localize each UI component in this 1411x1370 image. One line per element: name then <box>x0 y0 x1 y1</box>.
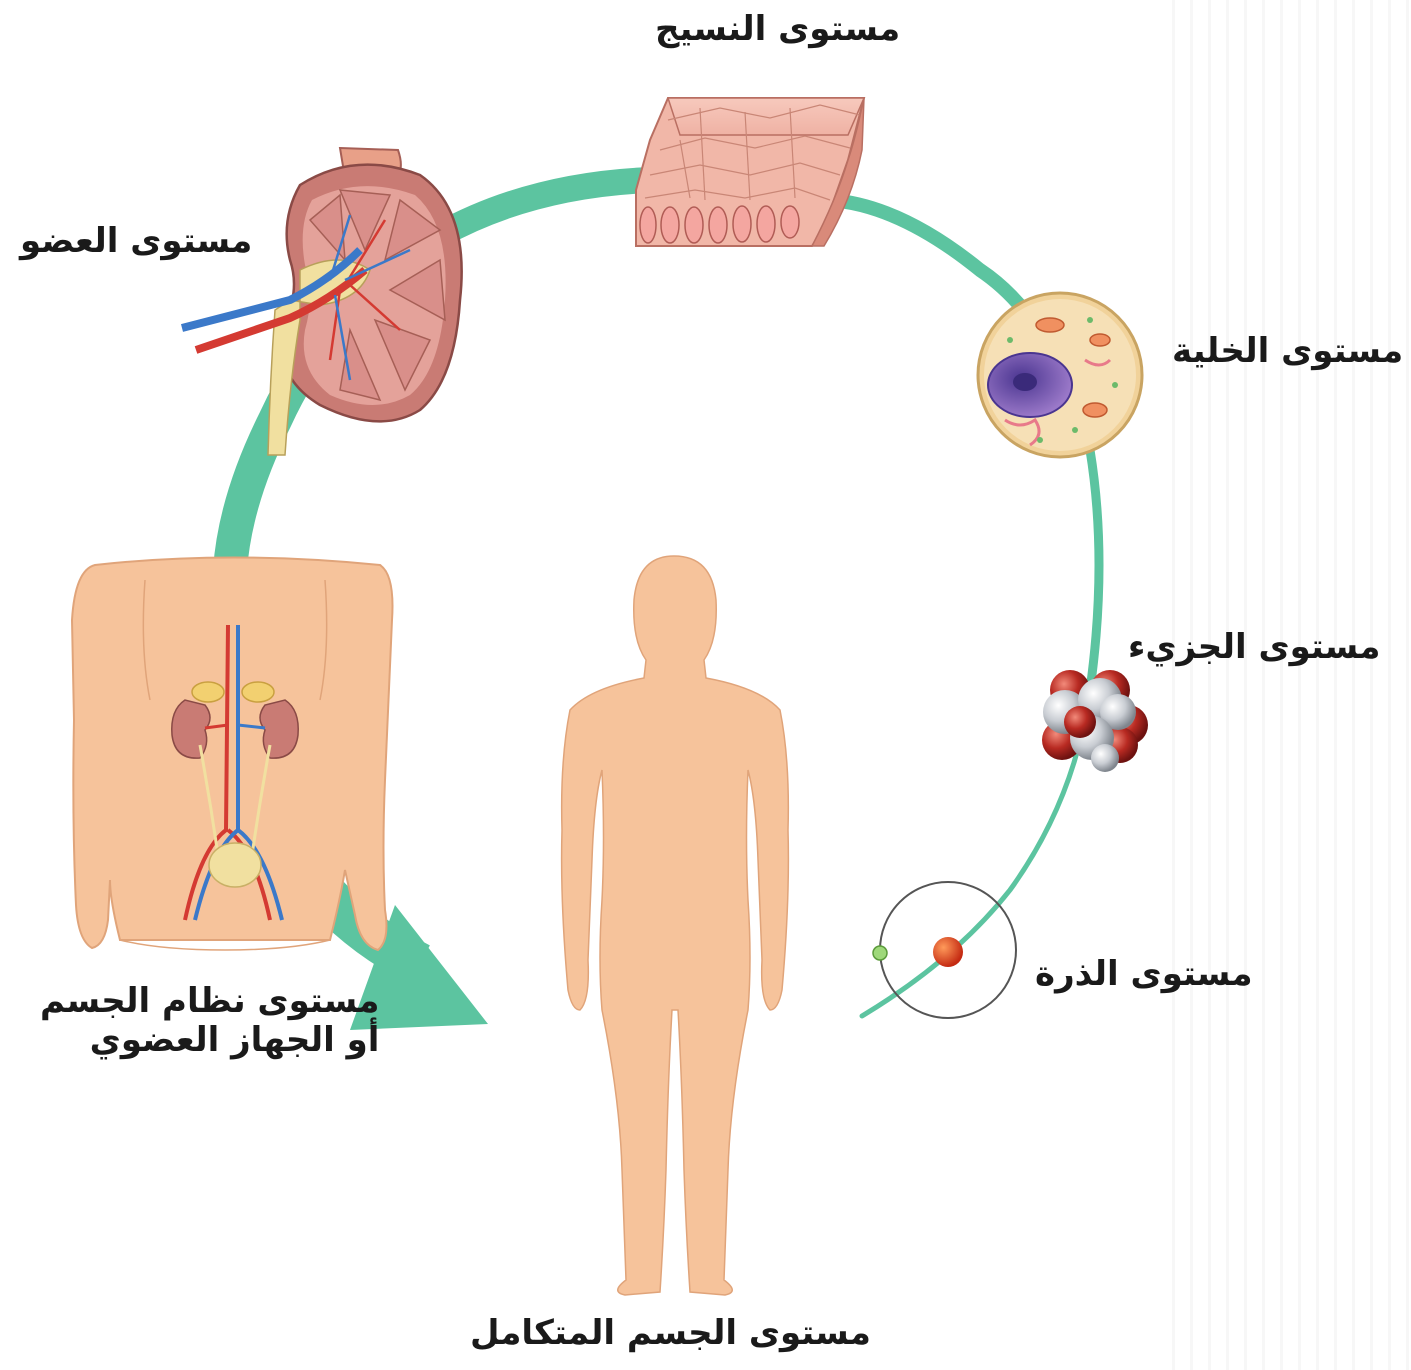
label-system-level-line1: مستوى نظام الجسم <box>40 982 379 1021</box>
molecule-icon <box>1042 670 1148 772</box>
human-body-icon <box>562 556 789 1295</box>
label-system-level: مستوى نظام الجسم أو الجهاز العضوي <box>40 982 379 1060</box>
label-organism-level: مستوى الجسم المتكامل <box>470 1314 871 1353</box>
label-cell-level: مستوى الخلية <box>1172 332 1403 371</box>
tissue-block-icon <box>636 98 864 246</box>
label-system-level-line2: أو الجهاز العضوي <box>40 1021 379 1060</box>
label-molecule-level: مستوى الجزيء <box>1128 628 1380 667</box>
cell-icon <box>978 293 1142 457</box>
label-tissue-level: مستوى النسيج <box>655 10 900 49</box>
kidney-icon <box>182 148 462 455</box>
label-organ-level: مستوى العضو <box>20 222 252 261</box>
label-atom-level: مستوى الذرة <box>1035 955 1253 994</box>
